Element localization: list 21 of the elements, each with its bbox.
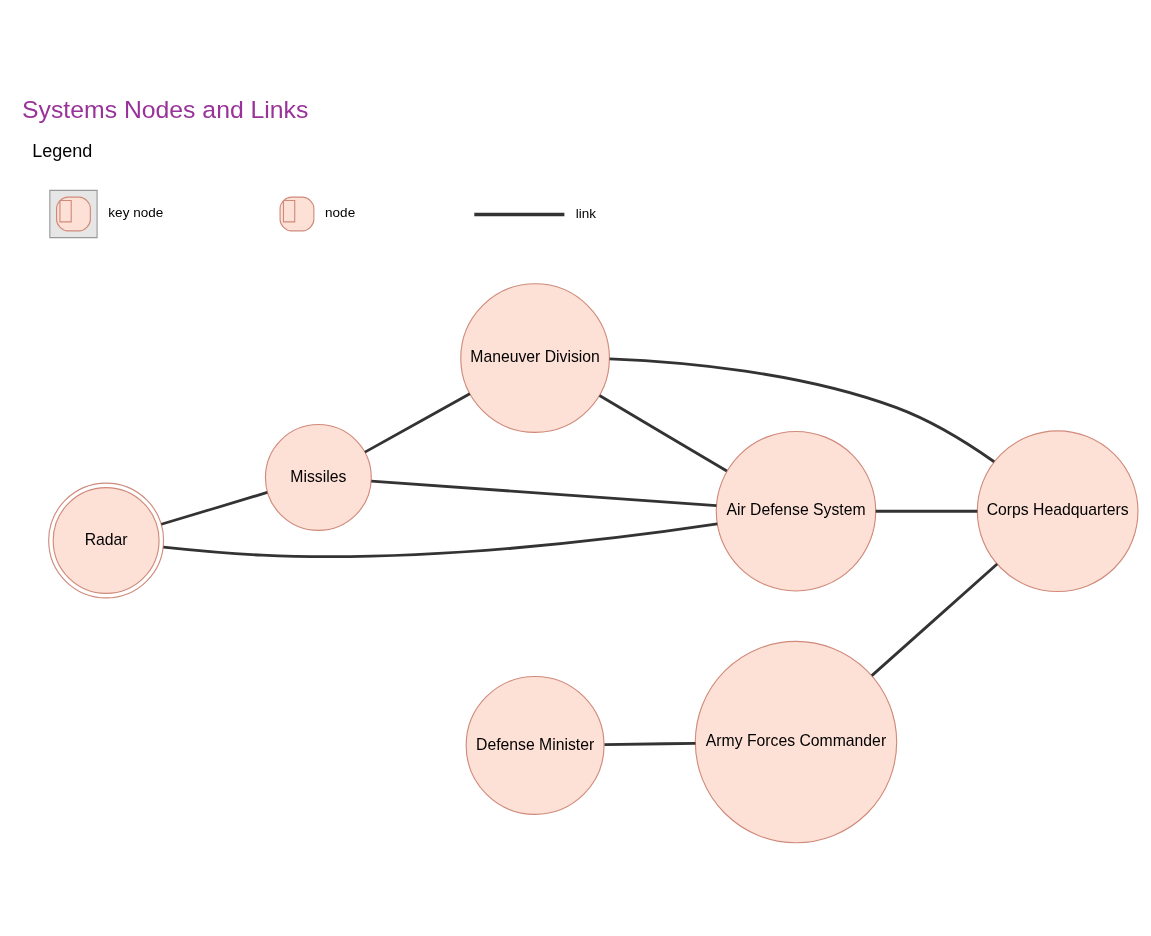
node-circle: Defense Minister bbox=[465, 675, 605, 815]
node-circle: Missiles bbox=[264, 423, 372, 531]
connector bbox=[163, 522, 718, 558]
node-circle: Maneuver Division bbox=[460, 283, 610, 433]
connector bbox=[371, 479, 717, 508]
legend-label: key node bbox=[108, 205, 164, 221]
label: Legend bbox=[32, 141, 93, 162]
connector bbox=[870, 563, 999, 677]
connector bbox=[364, 392, 471, 454]
connector bbox=[598, 394, 728, 473]
node-circle: Corps Headquarters bbox=[976, 430, 1139, 593]
connector bbox=[875, 509, 978, 513]
connector bbox=[160, 491, 268, 526]
connector bbox=[609, 357, 995, 463]
node-circle: Air Defense System bbox=[715, 430, 877, 592]
connector bbox=[604, 741, 696, 746]
node-circle: Army Forces Commander bbox=[694, 640, 898, 844]
legend-label: link bbox=[575, 206, 596, 222]
node-circle: Radar bbox=[48, 482, 165, 599]
legend-label: node bbox=[325, 205, 356, 221]
diagram-title: Systems Nodes and Links bbox=[22, 95, 309, 123]
